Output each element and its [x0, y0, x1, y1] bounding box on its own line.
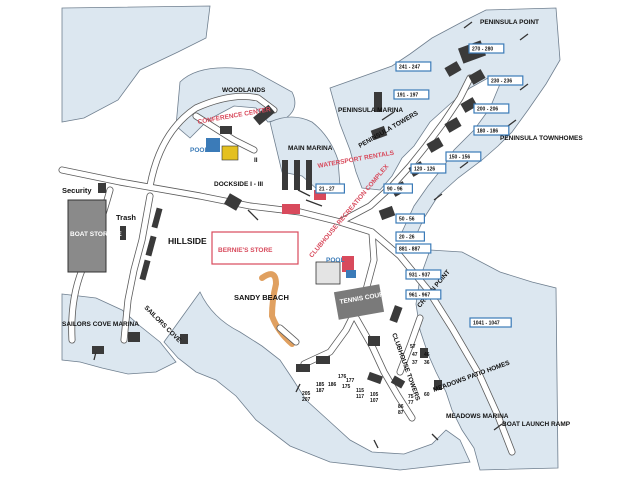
label-peninsula-townhomes: PENINSULA TOWNHOMES	[500, 135, 583, 142]
label-trash: Trash	[116, 213, 136, 222]
unit-range-box	[468, 43, 505, 54]
unit-range-label: 180 - 186	[477, 129, 498, 135]
unit-range-box	[405, 289, 442, 300]
label-hillside: HILLSIDE	[168, 236, 207, 246]
label-security: Security	[62, 186, 92, 195]
unit-range-label: 270 - 280	[472, 47, 493, 53]
unit-range-label: 20 - 26	[399, 235, 415, 241]
unit-range-box	[473, 103, 510, 114]
label-main-marina: MAIN MARINA	[288, 145, 333, 152]
unit-number-label: 47	[412, 352, 418, 358]
unit-range-box	[393, 89, 430, 100]
unit-range-label: 881 - 887	[399, 247, 420, 253]
unit-range-box	[405, 269, 442, 280]
label-pool-clubhouse: POOL	[326, 257, 344, 264]
label-numeral-ii: II	[254, 157, 258, 164]
unit-number-label: 105	[370, 392, 379, 398]
unit-number-label: 86	[398, 404, 404, 410]
unit-number-label: 186	[328, 382, 337, 388]
label-dockside: DOCKSIDE I - III	[214, 181, 263, 188]
unit-range-label: 191 - 197	[397, 93, 418, 99]
unit-range-box	[487, 75, 524, 86]
unit-range-label: 150 - 156	[449, 155, 470, 161]
label-boat-launch-ramp: BOAT LAUNCH RAMP	[502, 421, 571, 428]
road-surface	[277, 325, 299, 345]
unit-range-label: 1041 - 1047	[473, 321, 500, 327]
unit-number-label: 176	[338, 374, 347, 380]
unit-range-box	[469, 317, 512, 328]
unit-number-label: 107	[370, 398, 379, 404]
unit-range-box	[395, 231, 425, 242]
unit-range-label: 200 - 206	[477, 107, 498, 113]
bernies-store-box	[211, 231, 299, 265]
unit-number-label: 187	[316, 388, 325, 394]
unit-number-label: 36	[424, 360, 430, 366]
unit-number-label: 115	[356, 388, 364, 394]
unit-number-label: 60	[424, 392, 430, 398]
unit-number-label: 207	[302, 397, 311, 403]
road-surface	[337, 75, 473, 225]
unit-number-label: 205	[302, 391, 311, 397]
unit-number-label: 77	[408, 400, 414, 406]
unit-number-label: 57	[410, 344, 416, 350]
label-woodlands: WOODLANDS	[222, 87, 266, 94]
unit-range-box	[383, 183, 413, 194]
unit-number-label: 185	[316, 382, 325, 388]
unit-range-box	[315, 183, 345, 194]
unit-range-box	[410, 163, 447, 174]
unit-range-label: 961 - 967	[409, 293, 430, 299]
unit-range-box	[445, 151, 482, 162]
unit-range-label: 90 - 96	[387, 187, 403, 193]
unit-number-label: 177	[346, 378, 355, 384]
lake-water	[61, 5, 561, 471]
road-surface	[397, 315, 423, 375]
unit-number-label: 87	[398, 410, 404, 416]
unit-range-box	[395, 213, 425, 224]
unit-range-labels: 270 - 280 241 - 247 230 - 236 191 - 197 200 …	[315, 43, 524, 328]
label-pool-conference: POOL	[190, 147, 208, 154]
unit-range-label: 230 - 236	[491, 79, 512, 85]
unit-range-label: 21 - 27	[319, 187, 335, 193]
label-boat-storage: BOAT STORAGE	[70, 231, 122, 238]
label-sandy-beach: SANDY BEACH	[234, 293, 289, 302]
label-bernies-store: BERNIE'S STORE	[218, 247, 273, 254]
unit-number-label: 75	[408, 394, 414, 400]
unit-range-box	[395, 243, 432, 254]
unit-number-label: 37	[412, 360, 418, 366]
unit-number-label: 117	[356, 394, 364, 400]
unit-range-label: 931 - 937	[409, 273, 430, 279]
unit-range-box	[473, 125, 510, 136]
label-peninsula-marina: PENINSULA MARINA	[338, 107, 403, 114]
label-meadows-marina: MEADOWS MARINA	[446, 413, 509, 420]
road-surface	[147, 93, 277, 189]
unit-number-label: 46	[424, 352, 430, 358]
road-surface	[121, 193, 153, 343]
unit-range-box	[395, 61, 432, 72]
label-peninsula-point: PENINSULA POINT	[480, 19, 539, 26]
unit-number-label: 175	[342, 384, 351, 390]
unit-range-label: 241 - 247	[399, 65, 420, 71]
unit-range-label: 120 - 126	[414, 167, 435, 173]
road-surface	[193, 113, 257, 153]
road-surface	[353, 315, 415, 421]
unit-range-label: 50 - 56	[399, 217, 415, 223]
label-sailors-cove-marina: SAILORS COVE MARINA	[62, 321, 139, 328]
